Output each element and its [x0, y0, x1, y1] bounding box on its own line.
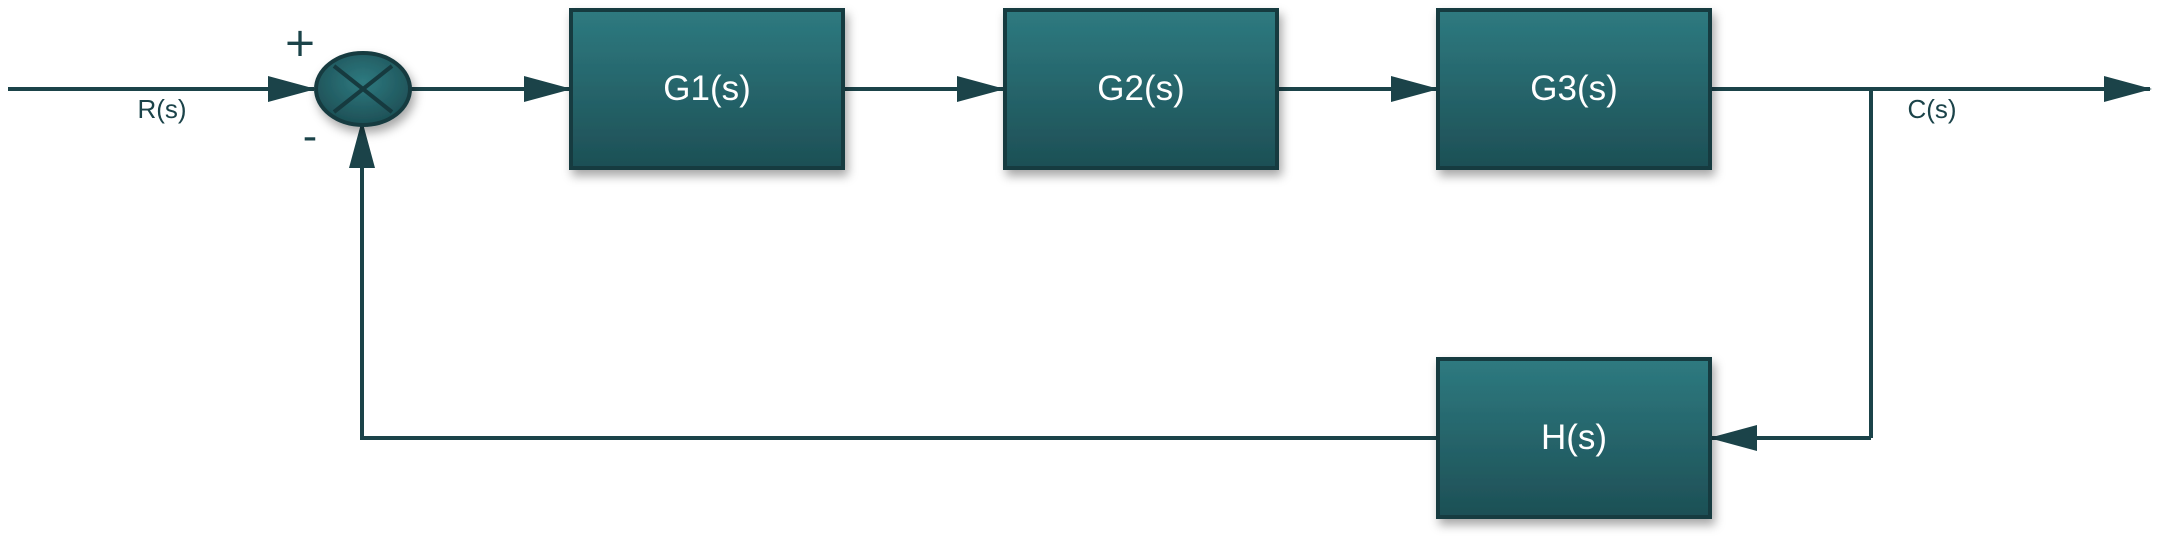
minus-sign: - — [303, 114, 317, 160]
block-g1-label: G1(s) — [663, 69, 751, 108]
input-signal-label: R(s) — [137, 94, 186, 124]
output-signal-label: C(s) — [1907, 94, 1956, 124]
block-g1: G1(s) — [569, 8, 845, 170]
block-g3-label: G3(s) — [1530, 69, 1618, 108]
block-g3: G3(s) — [1436, 8, 1712, 170]
summing-junction — [314, 51, 412, 127]
plus-sign: + — [283, 20, 317, 66]
block-h-label: H(s) — [1541, 418, 1607, 457]
block-h: H(s) — [1436, 357, 1712, 519]
block-g2-label: G2(s) — [1097, 69, 1185, 108]
block-g2: G2(s) — [1003, 8, 1279, 170]
signal-lines — [8, 76, 2152, 451]
